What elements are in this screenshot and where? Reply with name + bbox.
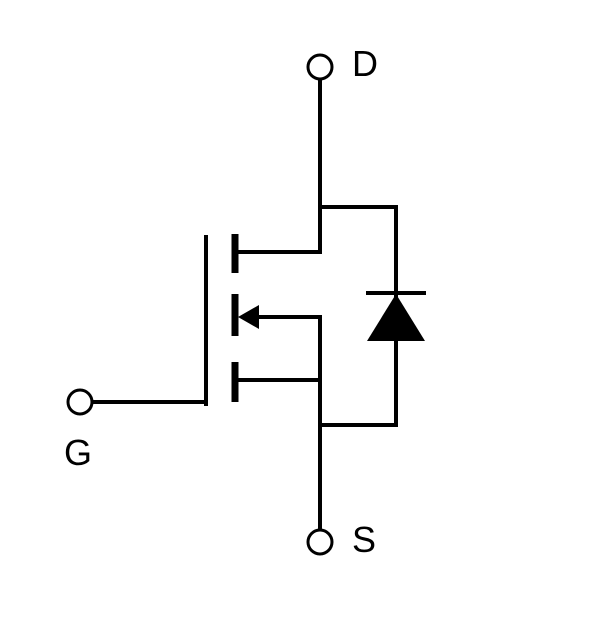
source-label: S	[352, 519, 376, 560]
gate-terminal	[66, 388, 94, 416]
drain-label: D	[352, 43, 378, 84]
gate-label: G	[64, 432, 92, 473]
body-arrow-head	[238, 305, 259, 329]
source-terminal	[306, 528, 334, 556]
diode-anode-triangle	[367, 294, 425, 341]
drain-terminal	[306, 53, 334, 81]
